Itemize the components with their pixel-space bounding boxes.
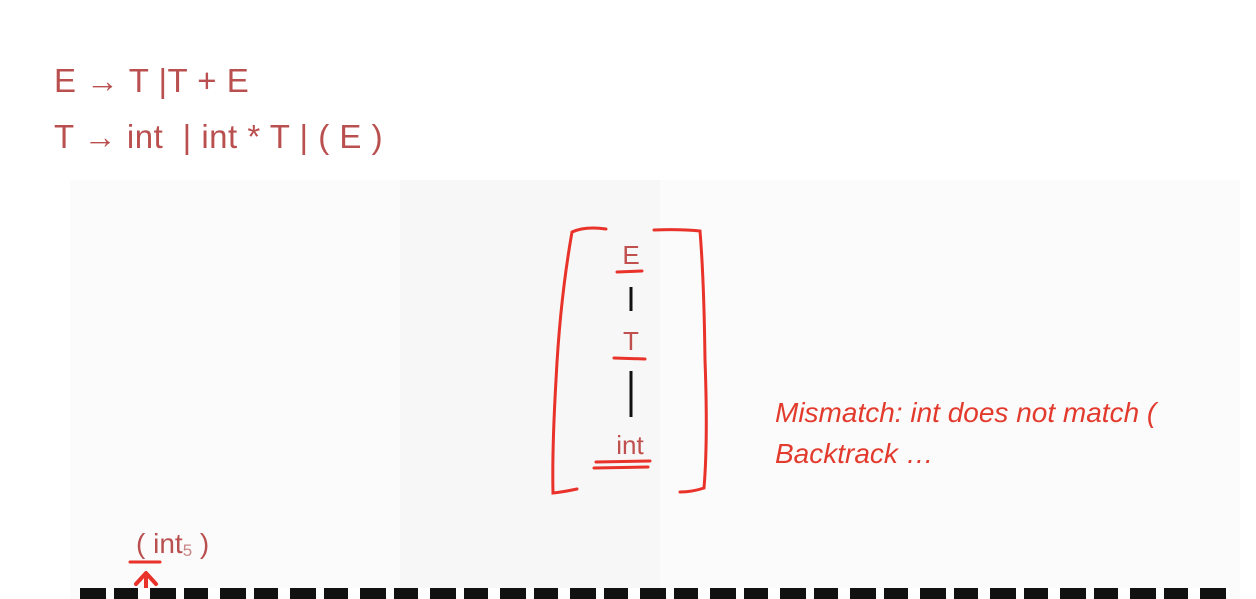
tree-node-e: E — [622, 240, 640, 270]
right-bracket — [652, 228, 708, 494]
left-bracket — [551, 226, 608, 495]
input-open: ( int — [136, 528, 183, 559]
tree-node-t: T — [623, 326, 639, 356]
mismatch-note: Mismatch: int does not match ( — [775, 397, 1157, 428]
tree-node-int: int — [616, 430, 644, 460]
underline-int-1 — [594, 459, 652, 464]
input-subscript: 5 — [182, 541, 193, 560]
grammar-rule-e: E → T |T + E — [54, 62, 250, 99]
underline-int-2 — [592, 465, 650, 470]
backtrack-note: Backtrack … — [775, 438, 934, 469]
input-close: ) — [192, 528, 210, 559]
input-string: ( int5 ) — [136, 528, 209, 561]
slide-panel-inner — [400, 180, 660, 599]
grammar-rule-t: T → int | int * T | ( E ) — [54, 118, 384, 155]
underline-t — [612, 356, 647, 361]
underline-e — [615, 269, 644, 274]
subtitle-strip — [80, 588, 1230, 599]
